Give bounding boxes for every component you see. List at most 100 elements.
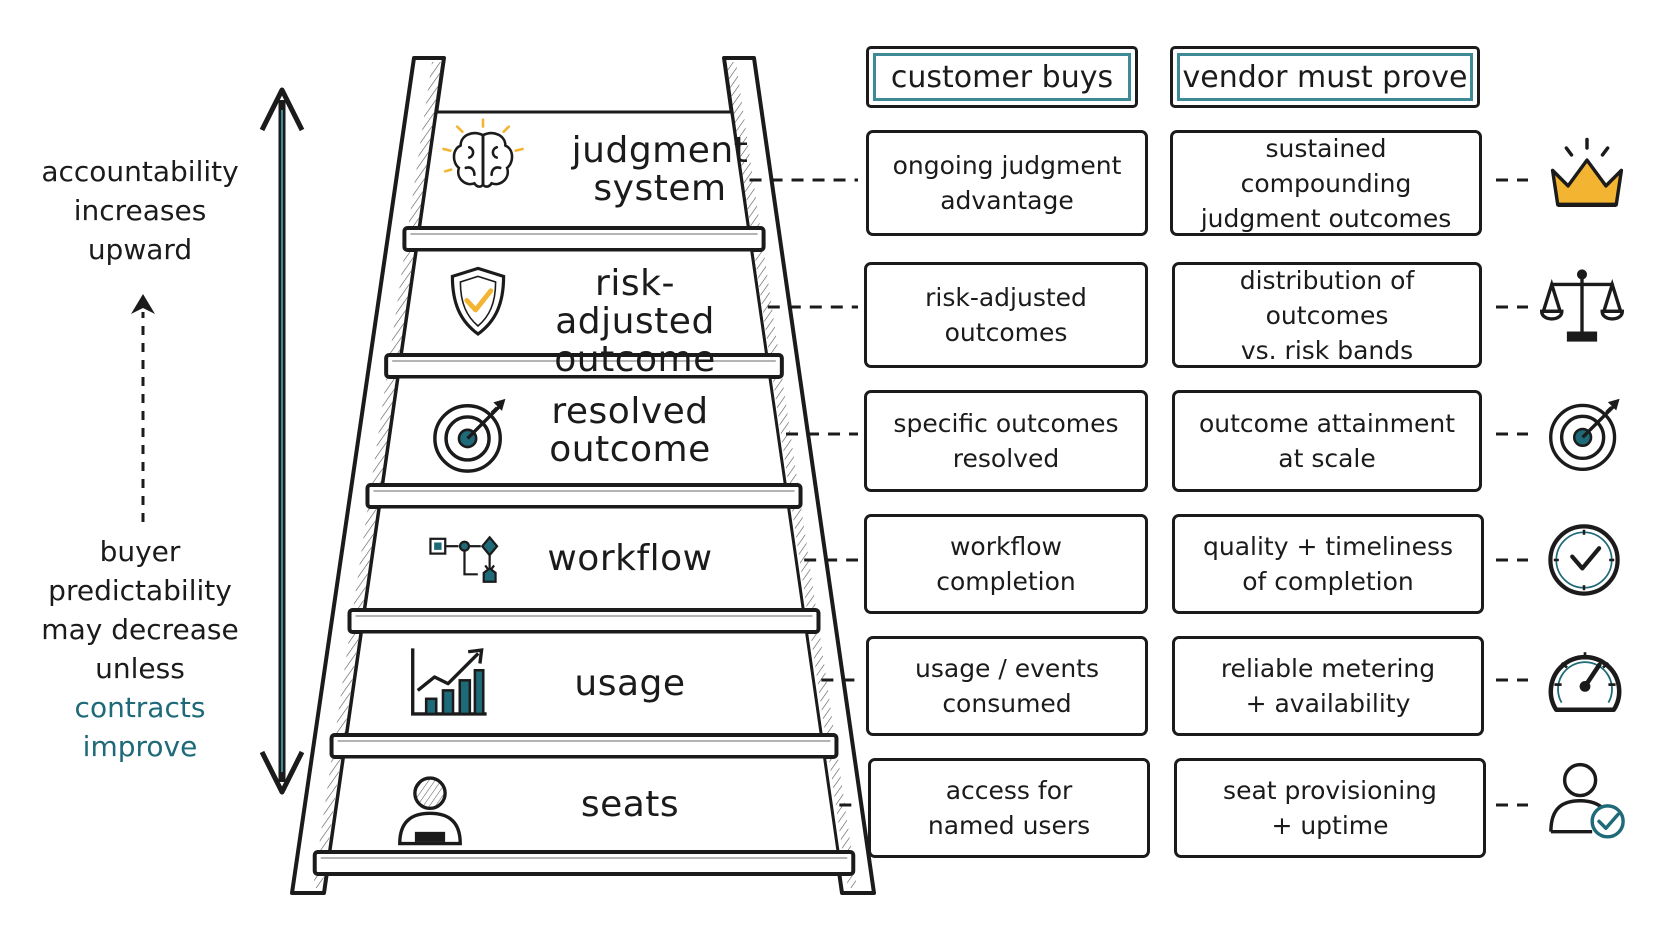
rung-label-line: outcome [549,429,711,470]
cell-line: at scale [1278,444,1376,473]
vendor-proves-cell: seat provisioning + uptime [1174,758,1486,858]
predictability-line: predictability [48,574,232,607]
brain-icon [440,118,526,204]
ladder-step [384,248,784,379]
cell-line: outcome attainment [1198,409,1456,438]
rung-label: workflow [520,537,740,579]
cell-line: seat provisioning [1223,776,1437,805]
shield-check-icon [438,262,518,342]
vendor-must-prove-header-label: vendor must prove [1182,59,1468,95]
ladder-rung-board [402,226,766,252]
shield-check-icon-graphic [450,266,506,336]
cell-line: + availability [1245,689,1411,718]
vendor-proves-cell: reliable metering + availability [1172,636,1484,736]
rung-label-line: seats [580,783,680,825]
workflow-icon-graphic [429,535,499,583]
cell-line: outcomes [944,318,1068,347]
cell-line: of completion [1242,567,1414,596]
ladder-rung-board [347,608,821,634]
user-check-icon [1544,756,1630,842]
customer-buys-header: customer buys [866,46,1138,108]
rung-label-line: outcome [554,338,716,380]
vendor-proves-cell: quality + timeliness of completion [1172,514,1484,614]
workflow-icon [404,524,522,598]
clock-icon [1542,518,1626,602]
predictability-dashed-arrow [131,294,155,522]
predictability-line: may decrease [41,613,239,646]
customer-buys-header-label: customer buys [890,59,1114,95]
target-icon [1544,392,1628,476]
crown-icon-graphic [1550,137,1624,207]
rung-label-line: resolved [551,391,709,432]
person-icon [388,768,472,852]
rung-label-line: usage [574,662,686,704]
scales-icon [1539,266,1625,350]
cell-line: quality + timeliness [1202,532,1453,561]
rung-label-line: system [593,168,727,209]
user-check-icon-graphic [1549,762,1625,839]
ladder-step [365,375,803,509]
cell-line: completion [936,567,1076,596]
cell-line: reliable metering [1220,654,1436,683]
cell-line: consumed [942,689,1072,718]
cell-line: sustained compounding [1240,133,1412,198]
predictability-line: buyer [99,535,181,568]
cell-line: resolved [952,444,1060,473]
vendor-must-prove-header: vendor must prove [1170,46,1480,108]
accountability-line: upward [87,233,193,266]
ladder-rung-board [312,850,856,876]
vendor-proves-cell: distribution of outcomes vs. risk bands [1172,262,1482,368]
cell-line: vs. risk bands [1240,335,1414,365]
ladder-rung-board [365,483,803,509]
customer-buys-cell: access for named users [868,758,1150,858]
rung-label-line: risk-adjusted [555,262,715,342]
cell-line: risk-adjusted [925,283,1087,312]
scales-icon-graphic [1539,269,1625,342]
person-icon-graphic [398,776,462,846]
cell-line: distribution of outcomes [1239,265,1415,330]
vendor-proves-cell: outcome attainment at scale [1172,390,1482,492]
customer-buys-cell: workflow completion [864,514,1148,614]
predictability-highlight: contracts [74,691,206,724]
cell-line: ongoing judgment [892,151,1122,180]
accountability-line: accountability [41,155,239,188]
predictability-note: buyer predictability may decrease unless… [30,532,250,766]
ladder-rung-board [329,733,839,759]
gauge-icon-graphic [1548,652,1622,713]
cell-line: judgment outcomes [1200,203,1452,233]
rung-label-line: judgment [571,130,749,171]
cell-line: specific outcomes [893,409,1119,438]
accountability-line: increases [73,194,207,227]
crown-icon [1544,136,1630,222]
cell-line: access for [945,776,1073,805]
customer-buys-cell: risk-adjusted outcomes [864,262,1148,368]
growth-chart-icon [396,640,500,724]
customer-buys-cell: specific outcomes resolved [864,390,1148,492]
target-icon-graphic [1549,398,1620,471]
gauge-icon [1540,636,1630,726]
rung-label: seats [520,783,740,825]
rung-label-line: workflow [547,537,713,579]
clock-icon-graphic [1548,524,1620,596]
cell-line: named users [927,811,1091,840]
rung-label: usage [520,662,740,704]
ladder-left-rail [290,56,446,895]
brain-icon-graphic [442,118,524,188]
customer-buys-cell: ongoing judgment advantage [866,130,1148,236]
accountability-arrow [259,87,305,795]
target-icon-graphic [433,398,506,473]
accountability-note: accountability increases upward [30,152,250,269]
ladder-step [347,505,821,634]
predictability-highlight: improve [82,730,198,763]
cell-line: + uptime [1271,811,1389,840]
target-icon [428,392,514,478]
vendor-proves-cell: sustained compounding judgment outcomes [1170,130,1482,236]
growth-chart-icon-graphic [411,648,487,716]
cell-line: advantage [940,186,1074,215]
cell-line: workflow [949,532,1062,561]
